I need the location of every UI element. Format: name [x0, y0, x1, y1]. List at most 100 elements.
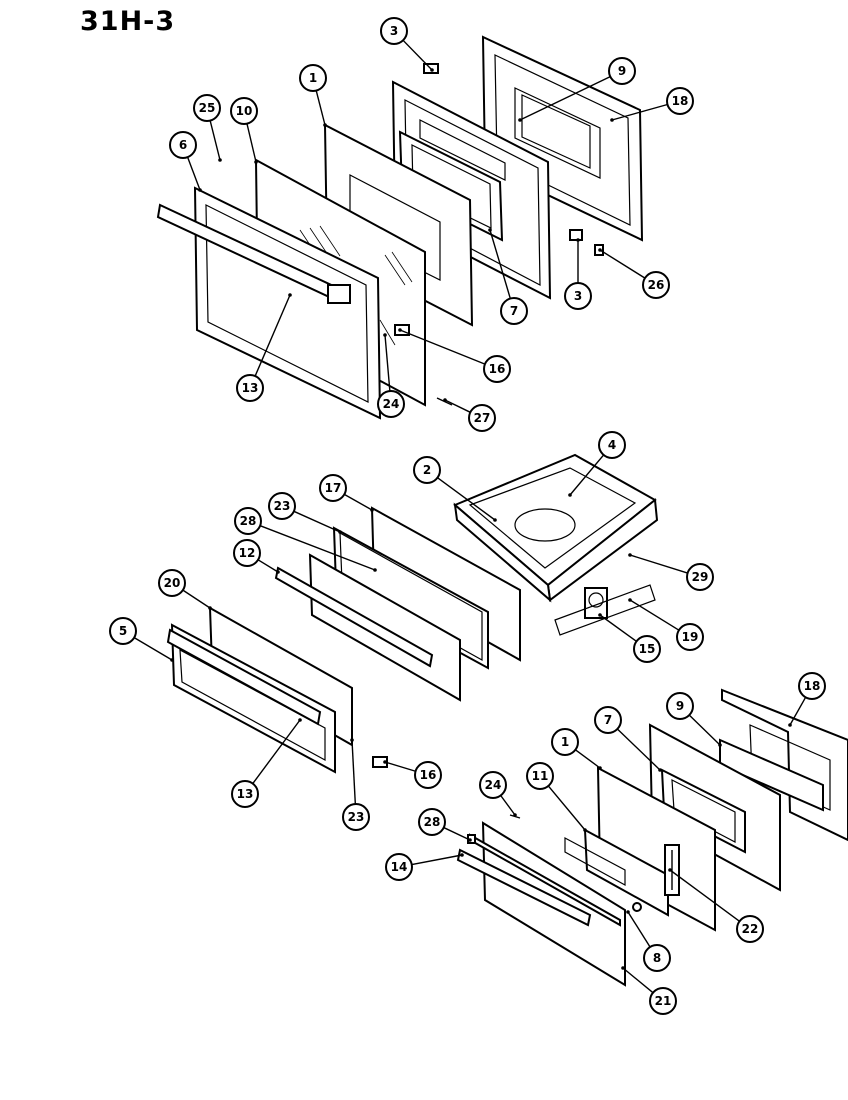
callout-number: 7: [510, 304, 518, 318]
callout-7: 7: [500, 297, 528, 325]
callout-16: 16: [483, 355, 511, 383]
leader-line-1: [315, 90, 326, 126]
leader-arrowhead-24: [513, 813, 517, 817]
broiler-burner-bracket: [584, 587, 608, 619]
callout-24: 24: [479, 771, 507, 799]
leader-arrowhead-11: [583, 828, 587, 832]
callout-number: 4: [608, 438, 616, 452]
leader-arrowhead-3: [430, 68, 434, 72]
upper-rear-door-frame: [481, 35, 644, 242]
broiler-shield: [554, 584, 656, 636]
leader-arrowhead-19: [628, 598, 632, 602]
leader-line-24: [384, 334, 391, 392]
callout-circle: [319, 474, 347, 502]
upper-label: [394, 324, 410, 336]
leader-arrowhead-13: [288, 293, 292, 297]
callout-2: 2: [413, 456, 441, 484]
leader-arrowhead-17: [370, 508, 374, 512]
callout-1: 1: [299, 64, 327, 92]
callout-29: 29: [686, 563, 714, 591]
leader-arrowhead-3: [576, 238, 580, 242]
callout-8: 8: [643, 944, 671, 972]
leader-arrowhead-16: [383, 760, 387, 764]
leader-arrowhead-28: [468, 838, 472, 842]
leader-lines: [133, 39, 807, 994]
callout-number: 14: [391, 860, 408, 874]
callout-number: 16: [489, 362, 506, 376]
callout-number: 6: [179, 138, 187, 152]
callout-9: 9: [666, 692, 694, 720]
leader-line-13: [254, 294, 291, 377]
callout-circle: [233, 539, 261, 567]
leader-line-10: [246, 123, 257, 163]
leader-line-5: [133, 637, 173, 661]
callout-13: 13: [231, 780, 259, 808]
callout-number: 11: [532, 769, 549, 783]
callout-27: 27: [468, 404, 496, 432]
callout-circle: [598, 431, 626, 459]
leader-arrowhead-23: [350, 738, 354, 742]
leader-line-14: [411, 854, 463, 866]
callout-6: 6: [169, 131, 197, 159]
callout-number: 28: [424, 815, 441, 829]
callout-circle: [380, 17, 408, 45]
leader-line-18: [789, 696, 807, 726]
callout-circle: [468, 404, 496, 432]
callout-circle: [666, 692, 694, 720]
upper-door-handle: [156, 203, 351, 304]
lower-door-fastener: [632, 902, 642, 912]
lower-door-hinge: [664, 844, 680, 896]
leader-arrowhead-28: [373, 568, 377, 572]
callout-24: 24: [377, 390, 405, 418]
leader-line-3: [402, 39, 433, 71]
leader-line-28: [443, 826, 471, 841]
leader-arrowhead-5: [170, 658, 174, 662]
leader-line-2: [437, 477, 496, 521]
callout-number: 22: [742, 922, 759, 936]
callout-4: 4: [598, 431, 626, 459]
callout-circle: [109, 617, 137, 645]
callout-circle: [564, 282, 592, 310]
leader-arrowhead-16: [398, 328, 402, 332]
callout-number: 1: [309, 71, 317, 85]
leader-arrowhead-27: [443, 398, 447, 402]
callout-circle: [736, 915, 764, 943]
callout-number: 12: [239, 546, 256, 560]
lower-door-window: [564, 828, 669, 917]
callout-number: 29: [692, 570, 709, 584]
leader-line-23: [351, 739, 357, 805]
leader-arrowhead-12: [276, 570, 280, 574]
leader-line-13: [252, 719, 301, 784]
callout-circle: [193, 94, 221, 122]
leader-line-7: [489, 229, 511, 299]
leader-arrowhead-21: [621, 966, 625, 970]
callout-20: 20: [158, 569, 186, 597]
leader-line-20: [182, 589, 211, 609]
callout-number: 18: [804, 679, 821, 693]
callout-number: 23: [348, 810, 365, 824]
callout-28: 28: [418, 808, 446, 836]
callout-number: 19: [682, 630, 699, 644]
leader-arrowhead-13: [298, 718, 302, 722]
callout-16: 16: [414, 761, 442, 789]
callout-number: 25: [199, 101, 216, 115]
callout-circle: [231, 780, 259, 808]
callout-number: 20: [164, 576, 181, 590]
callout-14: 14: [385, 853, 413, 881]
callout-18: 18: [666, 87, 694, 115]
callout-number: 26: [648, 278, 665, 292]
callout-18: 18: [798, 672, 826, 700]
callout-circle: [230, 97, 258, 125]
callout-circle: [479, 771, 507, 799]
callout-circle: [649, 987, 677, 1015]
leader-line-9: [519, 75, 611, 121]
callout-number: 16: [420, 768, 437, 782]
callout-circle: [413, 456, 441, 484]
callout-circle: [342, 803, 370, 831]
callout-circle: [594, 706, 622, 734]
callout-number: 9: [676, 699, 684, 713]
leader-arrowhead-10: [254, 160, 258, 164]
leader-arrowhead-22: [668, 868, 672, 872]
callout-13: 13: [236, 374, 264, 402]
callout-number: 28: [240, 514, 257, 528]
